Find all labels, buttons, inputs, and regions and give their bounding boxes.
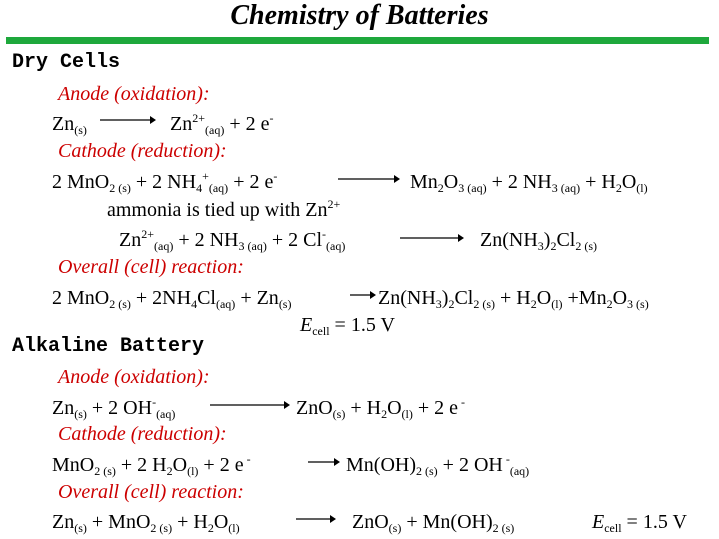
- dry-anode-product: Zn2+(aq) + 2 e-: [170, 111, 274, 137]
- alk-cathode-products: Mn(OH)2 (s) + 2 OH -(aq): [346, 452, 530, 478]
- dry-complex-reactants: Zn2+(aq) + 2 NH3 (aq) + 2 Cl-(aq): [119, 227, 346, 253]
- dry-cathode-products: Mn2O3 (aq) + 2 NH3 (aq) + H2O(l): [410, 171, 648, 195]
- alk-ecell: Ecell = 1.5 V: [592, 511, 687, 535]
- dry-anode-label: Anode (oxidation):: [58, 83, 210, 105]
- alk-anode-reactants: Zn(s) + 2 OH-(aq): [52, 395, 176, 421]
- alk-overall-products: ZnO(s) + Mn(OH)2 (s): [352, 511, 515, 535]
- alk-cathode-arrow: [308, 457, 340, 467]
- page-title: Chemistry of Batteries: [230, 0, 489, 31]
- dry-cathode-label: Cathode (reduction):: [58, 140, 227, 162]
- dry-overall-reactants: 2 MnO2 (s) + 2NH4Cl(aq) + Zn(s): [52, 287, 292, 311]
- dry-overall-products: Zn(NH3)2Cl2 (s) + H2O(l) +Mn2O3 (s): [378, 287, 649, 311]
- dry-overall-arrow: [350, 290, 376, 300]
- dry-ammonia-note: ammonia is tied up with Zn2+: [107, 197, 341, 221]
- alk-overall-reactants: Zn(s) + MnO2 (s) + H2O(l): [52, 511, 240, 535]
- dry-cathode-arrow: [338, 174, 400, 184]
- alk-anode-label: Anode (oxidation):: [58, 366, 210, 388]
- alk-anode-products: ZnO(s) + H2O(l) + 2 e -: [296, 395, 466, 421]
- alk-overall-arrow: [296, 514, 336, 524]
- dry-cathode-reactants: 2 MnO2 (s) + 2 NH4+(aq) + 2 e-: [52, 169, 278, 195]
- title-divider: [6, 37, 709, 44]
- dry-anode-reactant: Zn(s): [52, 113, 87, 137]
- dry-ecell: Ecell = 1.5 V: [300, 314, 395, 338]
- dry-overall-label: Overall (cell) reaction:: [58, 256, 244, 278]
- section-heading-alkaline-battery: Alkaline Battery: [12, 335, 205, 358]
- alk-cathode-label: Cathode (reduction):: [58, 423, 227, 445]
- dry-complex-product: Zn(NH3)2Cl2 (s): [480, 229, 598, 253]
- alk-anode-arrow: [210, 400, 290, 410]
- alk-overall-label: Overall (cell) reaction:: [58, 481, 244, 503]
- dry-anode-arrow: [100, 115, 156, 125]
- alk-cathode-reactants: MnO2 (s) + 2 H2O(l) + 2 e -: [52, 452, 251, 478]
- dry-complex-arrow: [400, 233, 464, 243]
- section-heading-dry-cells: Dry Cells: [12, 51, 121, 74]
